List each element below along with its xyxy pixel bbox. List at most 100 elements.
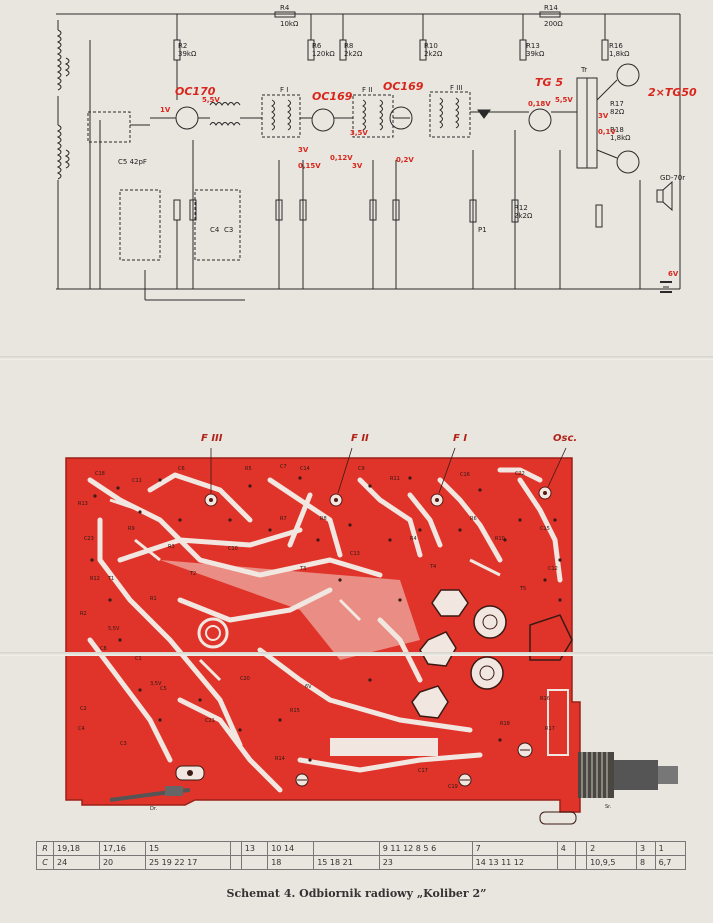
pcb-component-label: T4	[429, 564, 436, 570]
voltage-label: 1V	[160, 106, 171, 114]
resistor-value: 200Ω	[544, 20, 563, 28]
resistor-ref: R12	[514, 204, 528, 212]
speaker-label: GD-70r	[660, 174, 685, 182]
pcb-component-label: 5,5V	[108, 626, 120, 632]
pcb-component-label: C18	[95, 471, 105, 477]
pcb-component-label: C1	[135, 656, 142, 662]
pcb-component-label: C10	[228, 546, 238, 552]
resistor-ref: R16	[609, 42, 623, 50]
capacitor-label: C3	[224, 226, 233, 234]
pcb-component-label: R6	[470, 516, 477, 522]
resistor-value: 2k2Ω	[344, 50, 363, 58]
pcb-component-label: C4	[78, 726, 85, 732]
pcb-component-label: C21	[205, 718, 215, 724]
resistor-value: 1,8kΩ	[610, 134, 631, 142]
pcb-component-label: C9	[358, 466, 365, 472]
voltage-label: 3V	[352, 162, 363, 170]
voltage-label: 0,15V	[298, 162, 321, 170]
pcb-component-label: T1	[107, 576, 114, 582]
voltage-label: 3V	[298, 146, 309, 154]
figure-caption: Schemat 4. Odbiornik radiowy „Koliber 2”	[226, 887, 487, 900]
resistor-value: 10kΩ	[280, 20, 299, 28]
parts-table-key: C	[36, 855, 54, 870]
voltage-label: 0,12V	[330, 154, 353, 162]
pcb-label-osc: Osc.	[553, 433, 577, 444]
if-transformer-label: F III	[450, 84, 462, 92]
pcb-component-label: R8	[320, 516, 327, 522]
parts-table-cell: 13	[240, 841, 269, 856]
resistor-value: 1,8kΩ	[609, 50, 630, 58]
parts-table-cell: 15	[144, 841, 232, 856]
pcb-component-label: R11	[390, 476, 400, 482]
resistor-ref: R13	[526, 42, 540, 50]
pcb-label-fiii: F III	[201, 433, 223, 444]
resistor-value: 82Ω	[610, 108, 625, 116]
resistor-value: 2k2Ω	[424, 50, 443, 58]
resistor-ref: R6	[312, 42, 322, 50]
parts-table-cell: 3	[635, 841, 656, 856]
voltage-label: 3,5V	[350, 129, 368, 137]
parts-table-cell: 6,7	[654, 855, 687, 870]
pcb-label-dr: Dr.	[150, 806, 157, 812]
parts-table-key: R	[36, 841, 54, 856]
resistor-value: 39kΩ	[526, 50, 545, 58]
pcb-component-label: R5	[245, 466, 252, 472]
transistor-label: OC170	[175, 85, 216, 98]
parts-table-cell: 24	[53, 855, 100, 870]
if-transformer-label: F II	[362, 86, 372, 94]
voltage-label: 3V	[598, 112, 609, 120]
pcb-label-fii: F II	[351, 433, 369, 444]
pcb-component-label: C17	[418, 768, 428, 774]
resistor-ref: R17	[610, 100, 624, 108]
parts-table-cell: 4	[556, 841, 577, 856]
pcb-component-label: R10	[495, 536, 505, 542]
pcb-component-label: C7	[280, 464, 287, 470]
pcb-component-label: R18	[500, 721, 510, 727]
parts-table-cell	[230, 841, 242, 856]
parts-table-cell	[230, 855, 242, 870]
pcb-component-label: C8	[100, 646, 107, 652]
parts-table-cell	[575, 841, 588, 856]
page-fold	[0, 652, 713, 656]
transistor-label: OC169	[312, 90, 353, 103]
pcb-component-label: R13	[78, 501, 88, 507]
voltage-label: 0,2V	[396, 156, 414, 164]
parts-table-cell: 2	[586, 841, 637, 856]
pcb-component-label: R12	[90, 576, 100, 582]
page-fold	[0, 356, 713, 360]
resistor-value: 2k2Ω	[514, 212, 533, 220]
parts-table-cell: 14 13 11 12	[471, 855, 558, 870]
pcb-component-label: C16	[460, 472, 470, 478]
circuit-schematic	[56, 11, 681, 301]
if-transformer-label: F I	[280, 86, 288, 94]
pcb-component-label: C20	[240, 676, 250, 682]
capacitor-label: C4	[210, 226, 220, 234]
transistor-label: TG 5	[535, 76, 563, 89]
pcb-component-label: T2	[189, 571, 196, 577]
pcb-component-label: C19	[448, 784, 458, 790]
transistor-label: 2×TG50	[648, 86, 697, 99]
parts-table-cell: 18	[267, 855, 315, 870]
parts-table-cell: 7	[471, 841, 558, 856]
voltage-label: 0,1V	[598, 128, 616, 136]
parts-table-cell	[556, 855, 577, 870]
parts-table-cell: 19,18	[53, 841, 100, 856]
parts-table-cell	[575, 855, 588, 870]
resistor-ref: R2	[178, 42, 187, 50]
parts-table-cell: 23	[378, 855, 473, 870]
parts-table-cell: 10,9,5	[586, 855, 637, 870]
pcb-component-label: R15	[290, 708, 300, 714]
pcb-component-label: C14	[300, 466, 310, 472]
pcb-component-label: C13	[350, 551, 360, 557]
resistor-value: 39kΩ	[178, 50, 197, 58]
pcb-component-label: T5	[519, 586, 526, 592]
parts-table-cell	[240, 855, 269, 870]
pcb-component-label: C6	[178, 466, 185, 472]
pcb-component-label: R9	[128, 526, 135, 532]
pcb-component-label: 6V	[305, 684, 312, 690]
schematic-labels: OC170 OC169 OC169 TG 5 2×TG50 R2 39kΩ R4…	[118, 4, 697, 278]
parts-table-cell: 15 18 21	[313, 855, 380, 870]
pcb-component-label: R4	[410, 536, 417, 542]
